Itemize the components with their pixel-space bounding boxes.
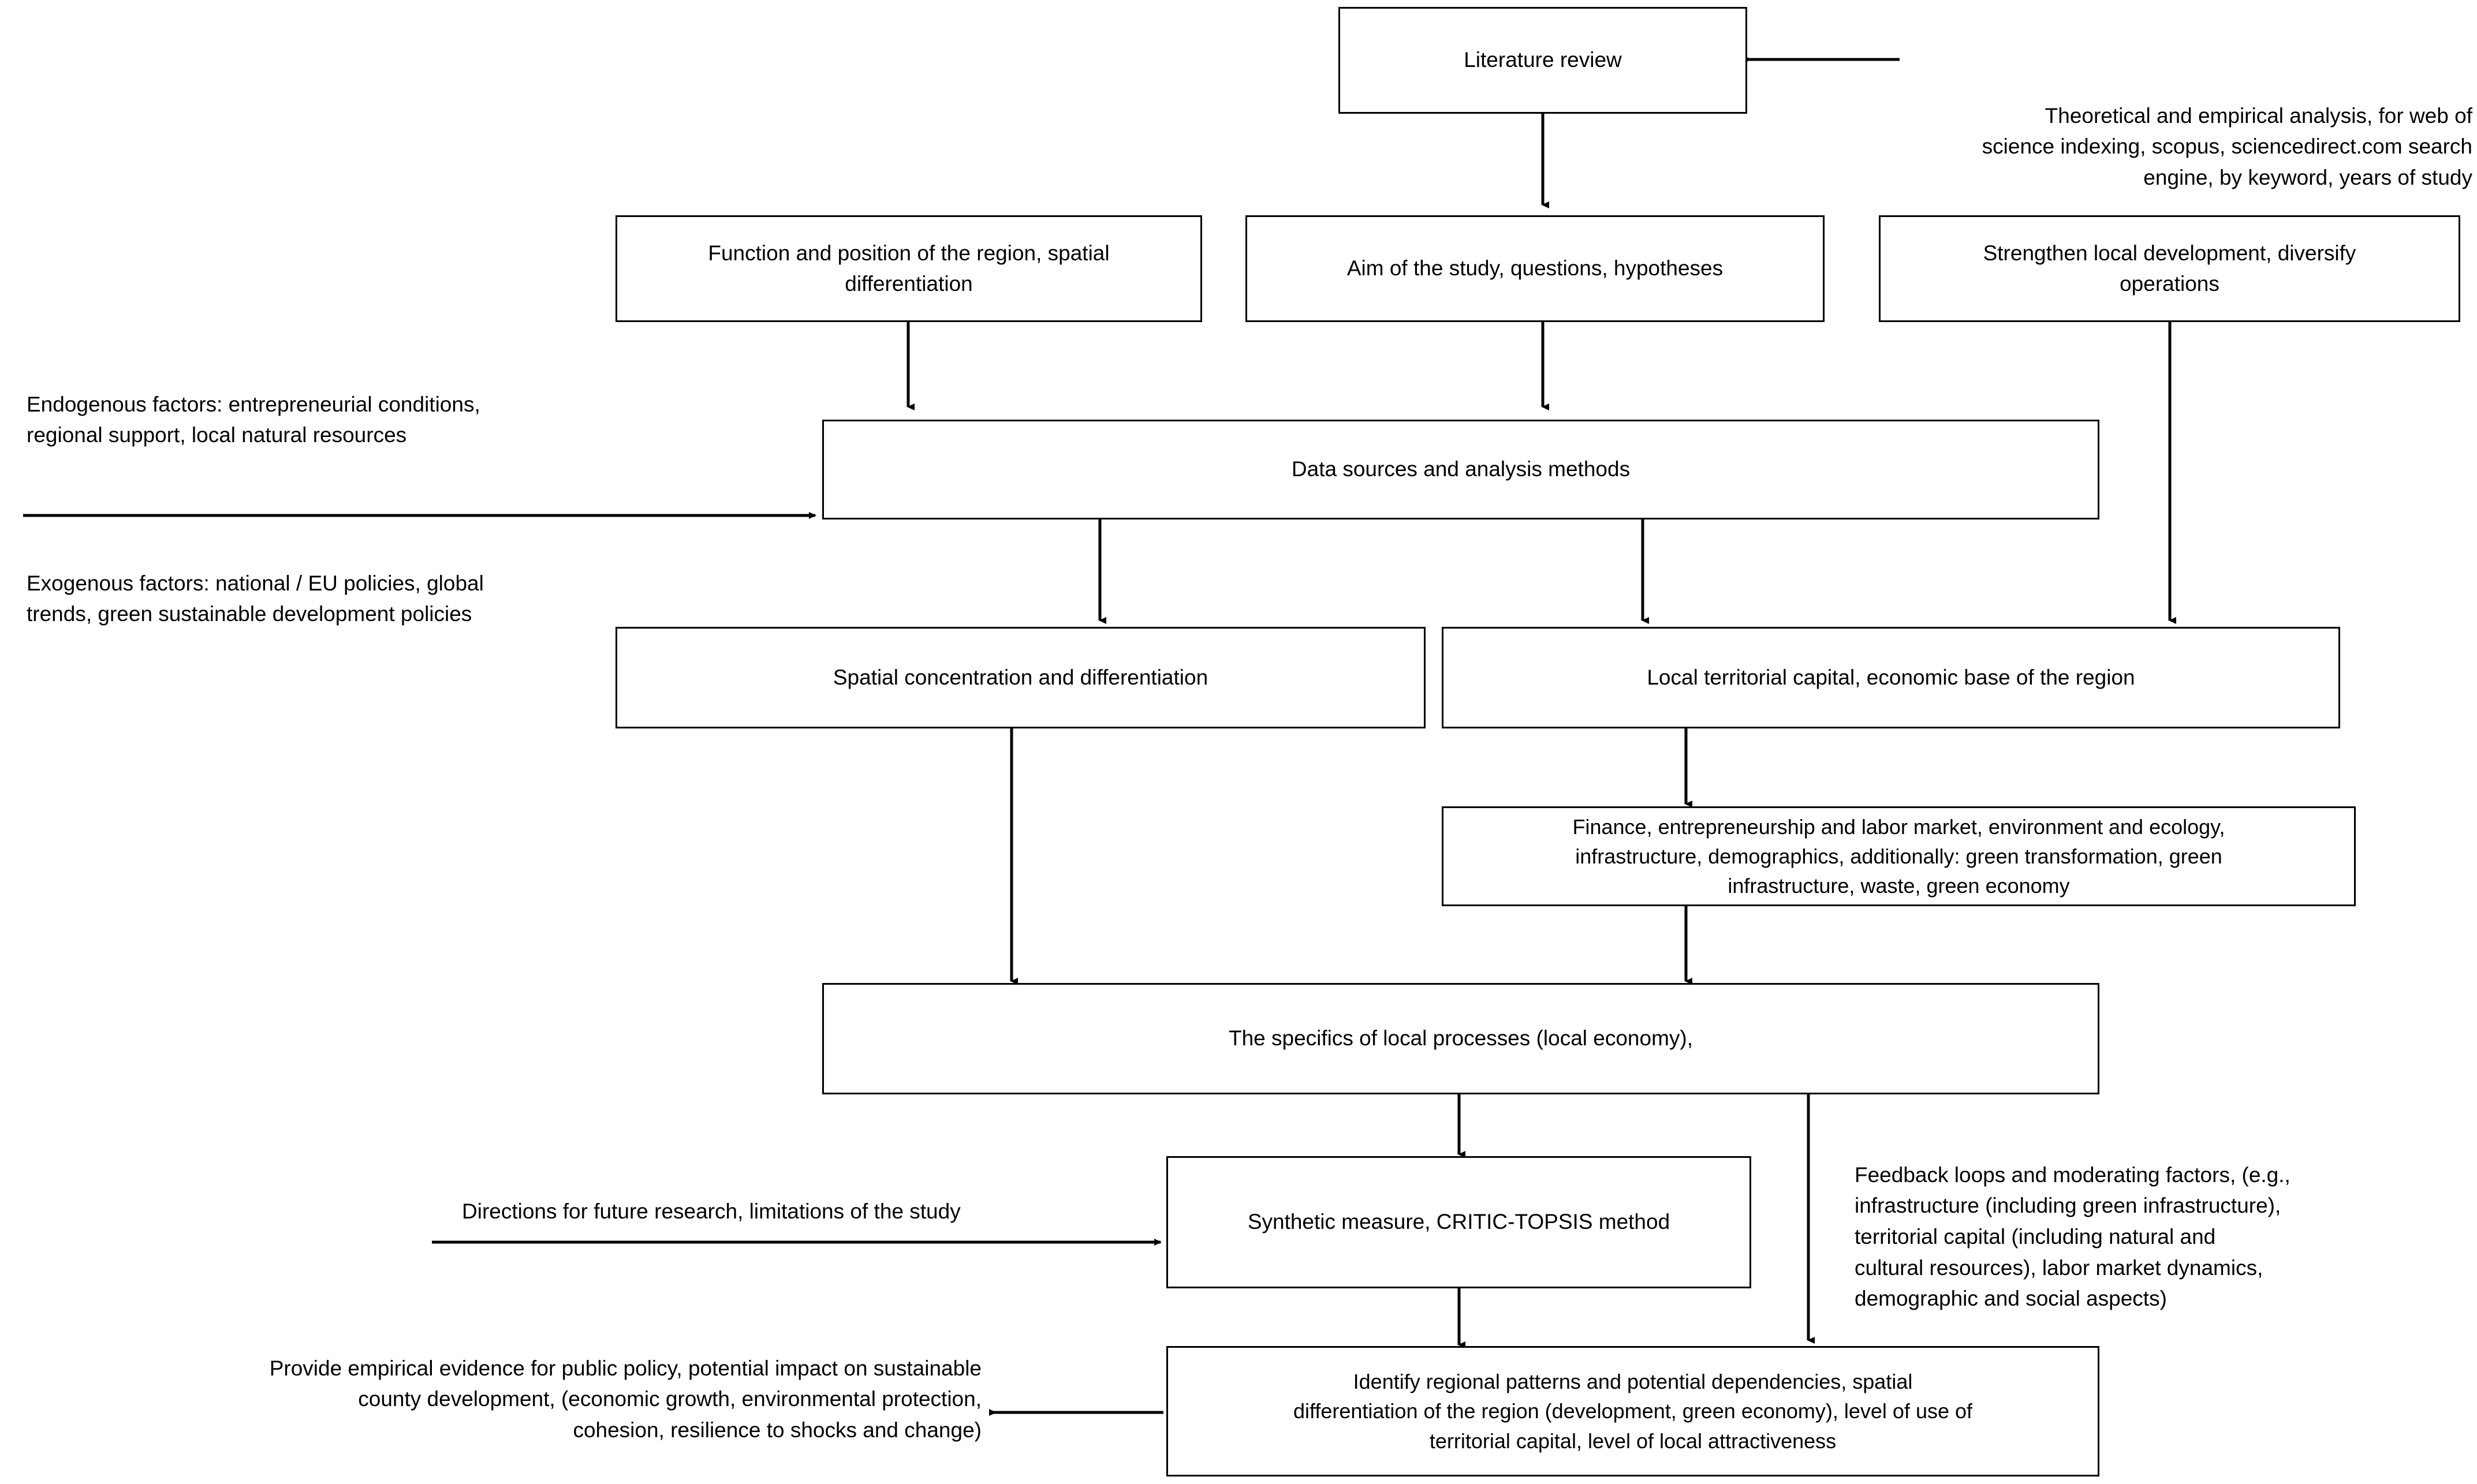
- note-exogenous-factors: Exogenous factors: national / EU policie…: [27, 537, 639, 630]
- node-function-position-region[interactable]: Function and position of the region, spa…: [615, 215, 1202, 322]
- note-empirical-evidence-label: Provide empirical evidence for public po…: [269, 1356, 982, 1442]
- node-local-territorial-capital[interactable]: Local territorial capital, economic base…: [1442, 627, 2340, 728]
- node-specifics-local-processes-label: The specifics of local processes (local …: [1228, 1026, 1693, 1051]
- note-endogenous-factors: Endogenous factors: entrepreneurial cond…: [27, 358, 627, 451]
- node-synthetic-measure[interactable]: Synthetic measure, CRITIC-TOPSIS method: [1166, 1156, 1751, 1288]
- note-theoretical-empirical-label: Theoretical and empirical analysis, for …: [1982, 103, 2472, 189]
- node-finance-entrepreneurship[interactable]: Finance, entrepreneurship and labor mark…: [1442, 806, 2356, 906]
- note-feedback-loops: Feedback loops and moderating factors, (…: [1855, 1128, 2467, 1314]
- node-data-sources-methods-label: Data sources and analysis methods: [1291, 457, 1631, 481]
- note-exogenous-factors-label: Exogenous factors: national / EU policie…: [27, 571, 484, 626]
- node-aim-of-study-label: Aim of the study, questions, hypotheses: [1346, 256, 1724, 281]
- node-strengthen-local-development-label: Strengthen local development, diversify …: [1983, 241, 2356, 296]
- note-endogenous-factors-label: Endogenous factors: entrepreneurial cond…: [27, 392, 480, 447]
- node-function-position-region-label: Function and position of the region, spa…: [708, 241, 1110, 296]
- node-finance-entrepreneurship-label: Finance, entrepreneurship and labor mark…: [1572, 814, 2225, 898]
- node-data-sources-methods[interactable]: Data sources and analysis methods: [822, 420, 2099, 519]
- node-identify-regional-patterns[interactable]: Identify regional patterns and potential…: [1166, 1346, 2099, 1476]
- node-identify-regional-patterns-label: Identify regional patterns and potential…: [1293, 1370, 1973, 1453]
- node-literature-review[interactable]: Literature review: [1338, 7, 1747, 114]
- node-literature-review-label: Literature review: [1464, 48, 1622, 72]
- note-future-research: Directions for future research, limitati…: [462, 1165, 1155, 1227]
- note-future-research-label: Directions for future research, limitati…: [462, 1199, 961, 1223]
- node-strengthen-local-development[interactable]: Strengthen local development, diversify …: [1879, 215, 2460, 322]
- note-empirical-evidence: Provide empirical evidence for public po…: [12, 1322, 982, 1446]
- note-theoretical-empirical: Theoretical and empirical analysis, for …: [1878, 69, 2472, 193]
- node-local-territorial-capital-label: Local territorial capital, economic base…: [1647, 665, 2135, 689]
- note-feedback-loops-label: Feedback loops and moderating factors, (…: [1855, 1162, 2291, 1311]
- node-spatial-concentration-label: Spatial concentration and differentiatio…: [833, 665, 1208, 689]
- node-specifics-local-processes[interactable]: The specifics of local processes (local …: [822, 983, 2099, 1094]
- node-synthetic-measure-label: Synthetic measure, CRITIC-TOPSIS method: [1247, 1210, 1670, 1234]
- node-aim-of-study[interactable]: Aim of the study, questions, hypotheses: [1245, 215, 1825, 322]
- node-spatial-concentration[interactable]: Spatial concentration and differentiatio…: [615, 627, 1426, 728]
